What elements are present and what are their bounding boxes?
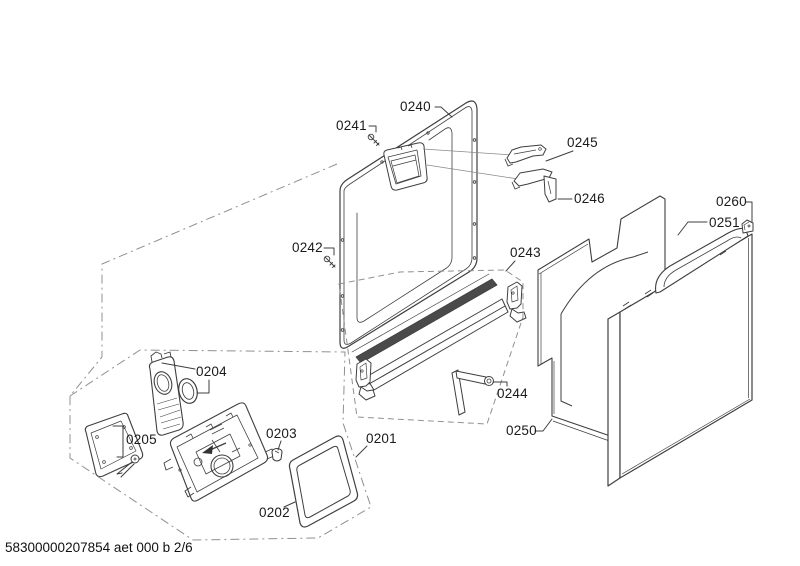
part-label-0242: 0242 <box>292 240 323 255</box>
dispenser-cutout <box>383 142 428 191</box>
part-label-0245: 0245 <box>567 135 598 150</box>
pin-0205 <box>116 454 140 478</box>
rod-0244 <box>451 369 494 416</box>
gasket-ring-0204 <box>178 378 198 404</box>
latch-projection-lines <box>422 148 519 180</box>
outer-door-panel-0260 <box>607 233 753 487</box>
door-corner-bracket <box>741 219 754 234</box>
insulation-front-curve <box>560 251 649 407</box>
part-label-0250: 0250 <box>506 423 537 438</box>
part-label-0205: 0205 <box>126 432 157 447</box>
seal-strips-0243 <box>351 273 509 391</box>
part-label-0243: 0243 <box>510 245 541 260</box>
gasket-frame-0202 <box>288 435 359 528</box>
screw-0242 <box>323 255 336 268</box>
hinge-left-0243 <box>355 358 376 401</box>
part-label-0204: 0204 <box>196 364 227 379</box>
knob-0203 <box>271 448 283 462</box>
part-label-0260: 0260 <box>716 194 747 209</box>
leader-lines <box>112 106 753 508</box>
dispenser-assembly-0201 <box>163 402 275 502</box>
screw-0241 <box>367 133 380 146</box>
lid-0205 <box>84 412 144 478</box>
part-label-0240: 0240 <box>400 99 431 114</box>
part-label-0246: 0246 <box>574 191 605 206</box>
latch-0246 <box>511 168 557 203</box>
document-number: 58300000207854 aet 000 b 2/6 <box>5 540 193 555</box>
part-label-0241: 0241 <box>336 118 367 133</box>
part-label-0251: 0251 <box>709 215 740 230</box>
strips-boundary-dashed <box>338 269 524 425</box>
part-label-0202: 0202 <box>259 505 290 520</box>
funnel-0204 <box>148 351 184 436</box>
group-boundary-dashed <box>69 163 372 541</box>
part-label-0201: 0201 <box>366 431 397 446</box>
inner-door-panel-0240 <box>339 100 478 349</box>
latch-0245 <box>504 144 547 167</box>
part-label-0203: 0203 <box>266 426 297 441</box>
part-label-0244: 0244 <box>497 386 528 401</box>
